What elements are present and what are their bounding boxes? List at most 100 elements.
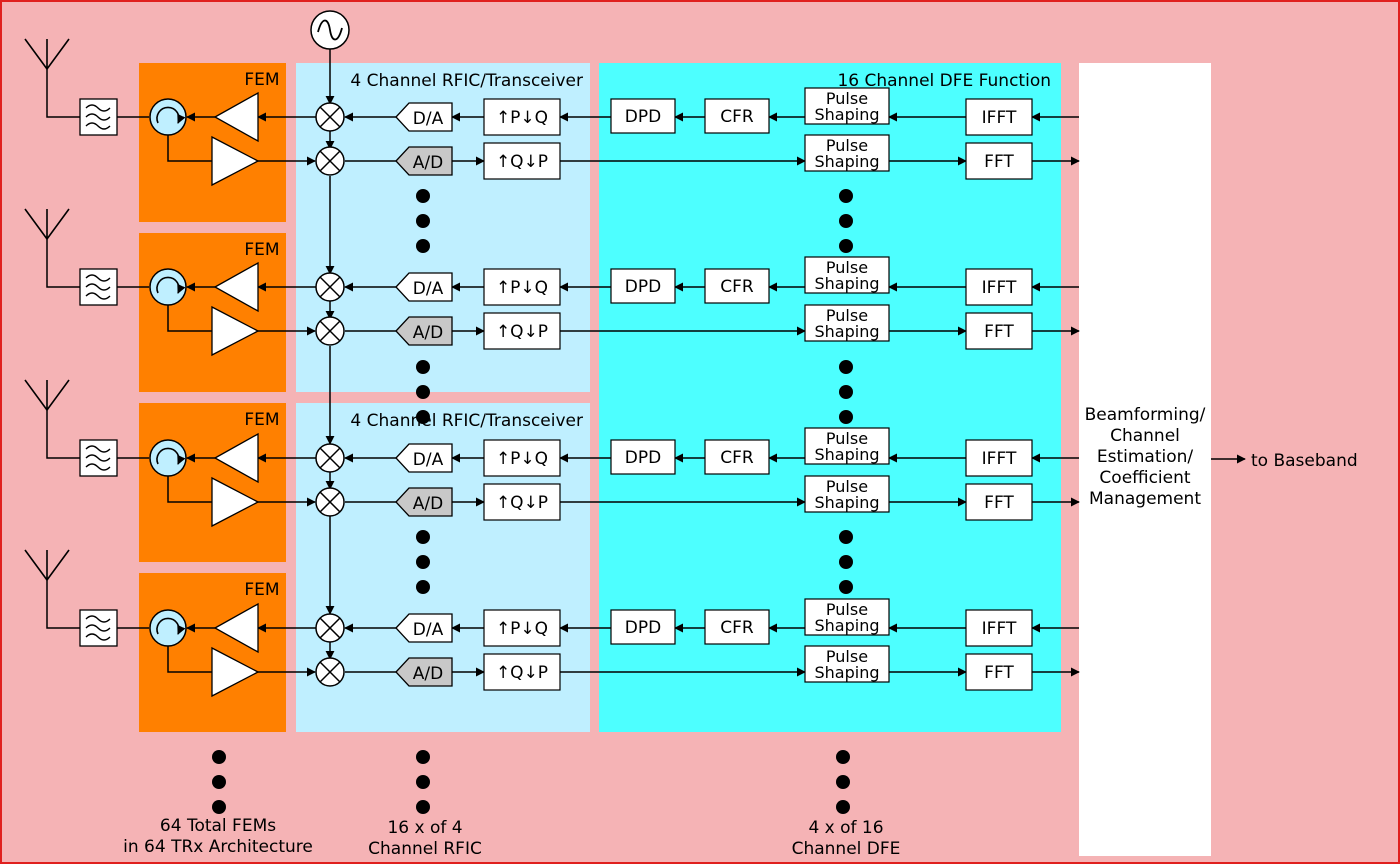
- to-baseband-label: to Baseband: [1251, 451, 1358, 471]
- rx-pulse-shaping-2: [804, 304, 890, 342]
- mixer-cross: [319, 491, 341, 513]
- tx-pulse-shaping-1-label-line1: Pulse: [826, 89, 868, 108]
- circulator-icon-1: [149, 98, 187, 136]
- vertical-ellipsis-icon: [416, 189, 430, 203]
- circulator-icon-2: [149, 268, 187, 306]
- vertical-ellipsis-icon: [416, 530, 430, 544]
- rx-pulse-shaping-1-label-line2: Shaping: [815, 152, 880, 171]
- tx-pulse-shaping-3-label-line1: Pulse: [826, 429, 868, 448]
- vertical-ellipsis-icon: [839, 239, 853, 253]
- vertical-ellipsis-icon: [839, 410, 853, 424]
- circulator-icon-4: [149, 609, 187, 647]
- vertical-ellipsis-icon: [416, 555, 430, 569]
- rx-rate-converter-1: [483, 142, 561, 180]
- dpd-block-3-label: DPD: [625, 448, 661, 468]
- dac-label-4: D/A: [413, 620, 444, 640]
- antenna-feed-2: [46, 239, 80, 288]
- vertical-ellipsis-icon: [212, 800, 226, 814]
- footer-dfe-line2: Channel DFE: [792, 839, 901, 859]
- antenna-feed-3: [46, 410, 80, 459]
- filter-wave: [85, 463, 111, 471]
- rx-rate-converter-2: [483, 312, 561, 350]
- rx-pulse-shaping-4-label-line1: Pulse: [826, 647, 868, 666]
- power-amplifier-icon-4: [213, 602, 259, 654]
- footer-rfic-line2: Channel RFIC: [368, 839, 482, 859]
- vertical-ellipsis-icon: [416, 360, 430, 374]
- tx-pulse-shaping-3-label-line2: Shaping: [815, 445, 880, 464]
- fft-block-4-label: FFT: [984, 663, 1014, 683]
- tx-rate-converter-2: [483, 268, 561, 306]
- ifft-block-1: [965, 98, 1033, 136]
- rx-rate-converter-3: [483, 483, 561, 521]
- rfic-title-1: 4 Channel RFIC/Transceiver: [350, 71, 583, 91]
- vertical-ellipsis-icon: [839, 555, 853, 569]
- adc-block-4: [395, 657, 453, 687]
- dpd-block-1: [610, 98, 676, 134]
- mixer-cross: [319, 320, 341, 342]
- tx-rate-converter-4: [483, 609, 561, 647]
- cfr-block-3-label: CFR: [720, 448, 754, 468]
- vertical-ellipsis-icon: [839, 385, 853, 399]
- fft-block-3: [965, 483, 1033, 521]
- circulator-arrow-4: [156, 617, 186, 635]
- rx-pulse-shaping-3-label-line1: Pulse: [826, 477, 868, 496]
- dpd-block-2: [610, 268, 676, 304]
- cfr-block-1: [704, 98, 770, 134]
- tx-pulse-shaping-4: [804, 598, 890, 636]
- dac-block-1: [395, 102, 453, 132]
- fem-label-4: FEM: [244, 580, 279, 600]
- filter-wave: [85, 274, 111, 282]
- rx-pulse-shaping-3: [804, 475, 890, 513]
- vertical-ellipsis-icon: [416, 385, 430, 399]
- vertical-ellipsis-icon: [416, 800, 430, 814]
- mixer-cross: [319, 617, 341, 639]
- dfe-title: 16 Channel DFE Function: [837, 71, 1051, 91]
- adc-label-4: A/D: [413, 664, 443, 684]
- vertical-ellipsis-icon: [836, 800, 850, 814]
- lna-amplifier-icon-4: [211, 646, 260, 698]
- rx-rate-converter-2-label: ↑Q↓P: [496, 322, 548, 342]
- vertical-ellipsis-icon: [416, 239, 430, 253]
- rx-pulse-shaping-2-label-line1: Pulse: [826, 306, 868, 325]
- filter-wave: [85, 633, 111, 641]
- fft-block-1-label: FFT: [984, 152, 1014, 172]
- tx-pulse-shaping-4-label-line2: Shaping: [815, 616, 880, 635]
- beamforming-label-line1: Beamforming/: [1085, 405, 1206, 425]
- mixer-cross: [319, 106, 341, 128]
- antenna-icon-2: [24, 208, 70, 240]
- filter-wave: [85, 104, 111, 112]
- dac-block-2: [395, 272, 453, 302]
- fem-label-3: FEM: [244, 410, 279, 430]
- tx-rate-converter-1-label: ↑P↓Q: [496, 108, 548, 128]
- rx-pulse-shaping-4: [804, 645, 890, 683]
- antenna-feed-1: [46, 69, 80, 118]
- tx-pulse-shaping-2-label-line2: Shaping: [815, 274, 880, 293]
- dac-block-4: [395, 613, 453, 643]
- ifft-block-3-label: IFFT: [982, 449, 1017, 469]
- circulator-arrow-3: [156, 447, 186, 465]
- antenna-icon-4: [24, 549, 70, 581]
- cfr-block-1-label: CFR: [720, 107, 754, 127]
- ifft-block-2: [965, 268, 1033, 306]
- tx-pulse-shaping-2: [804, 256, 890, 294]
- vertical-ellipsis-icon: [836, 775, 850, 789]
- tx-rate-converter-3: [483, 439, 561, 477]
- tx-pulse-shaping-3: [804, 427, 890, 465]
- ifft-block-1-label: IFFT: [982, 108, 1017, 128]
- rx-rate-converter-4-label: ↑Q↓P: [496, 663, 548, 683]
- dpd-block-1-label: DPD: [625, 107, 661, 127]
- ifft-block-3: [965, 439, 1033, 477]
- rfic-title-2: 4 Channel RFIC/Transceiver: [350, 411, 583, 431]
- fft-block-3-label: FFT: [984, 493, 1014, 513]
- mixer-cross: [319, 447, 341, 469]
- circulator-to-lna-2: [167, 305, 212, 332]
- power-amplifier-icon-3: [213, 432, 259, 484]
- dac-label-2: D/A: [413, 279, 444, 299]
- mixer-cross: [319, 661, 341, 683]
- lna-amplifier-icon-2: [211, 305, 260, 357]
- filter-wave: [85, 624, 111, 632]
- vertical-ellipsis-icon: [839, 580, 853, 594]
- footer-rfic-line1: 16 x of 4: [387, 818, 462, 838]
